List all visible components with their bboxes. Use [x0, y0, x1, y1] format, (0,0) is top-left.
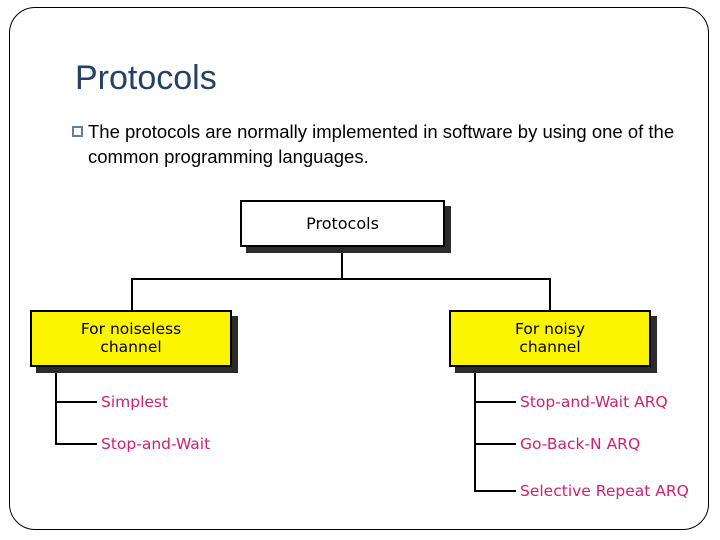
bullet-text: The protocols are normally implemented i… — [88, 121, 675, 167]
connector-stub-stop-and-wait-arq — [474, 401, 516, 403]
connector-drop-noiseless — [131, 278, 133, 311]
connector-drop-noisy — [549, 278, 551, 311]
node-label-line-1: For noiseless — [80, 320, 182, 339]
leaf-label-stop-and-wait: Stop-and-Wait — [101, 435, 211, 453]
node-label-line-1: For noisy — [514, 320, 585, 339]
tree-node-protocols-label: Protocols — [306, 213, 379, 233]
leaf-label-stop-and-wait-arq: Stop-and-Wait ARQ — [520, 393, 668, 411]
tree-node-for-noisy-channel-label: For noisy channel — [514, 320, 585, 356]
bullet-block: The protocols are normally implemented i… — [72, 120, 682, 169]
connector-root-stem — [341, 247, 343, 279]
bullet-list-item: The protocols are normally implemented i… — [72, 120, 682, 169]
leaf-label-selective-repeat-arq: Selective Repeat ARQ — [520, 482, 689, 500]
connector-stub-selective-repeat-arq — [474, 490, 516, 492]
connector-stub-go-back-n-arq — [474, 443, 516, 445]
leaf-label-simplest: Simplest — [101, 393, 169, 411]
connector-stub-stop-and-wait — [55, 443, 97, 445]
leaf-label-go-back-n-arq: Go-Back-N ARQ — [520, 435, 641, 453]
node-label-line-2: channel — [519, 337, 581, 356]
tree-node-for-noiseless-channel: For noiseless channel — [30, 310, 232, 367]
hollow-square-bullet-icon — [72, 126, 83, 137]
connector-branch-bar — [131, 278, 551, 280]
tree-node-for-noisy-channel: For noisy channel — [449, 310, 651, 367]
connector-stub-simplest — [55, 401, 97, 403]
page-title: Protocols — [75, 59, 217, 97]
connector-trunk-noiseless — [55, 367, 57, 445]
tree-node-for-noiseless-channel-label: For noiseless channel — [80, 320, 182, 356]
node-label-line-2: channel — [100, 337, 162, 356]
connector-trunk-noisy — [474, 367, 476, 492]
tree-node-protocols: Protocols — [240, 200, 445, 247]
